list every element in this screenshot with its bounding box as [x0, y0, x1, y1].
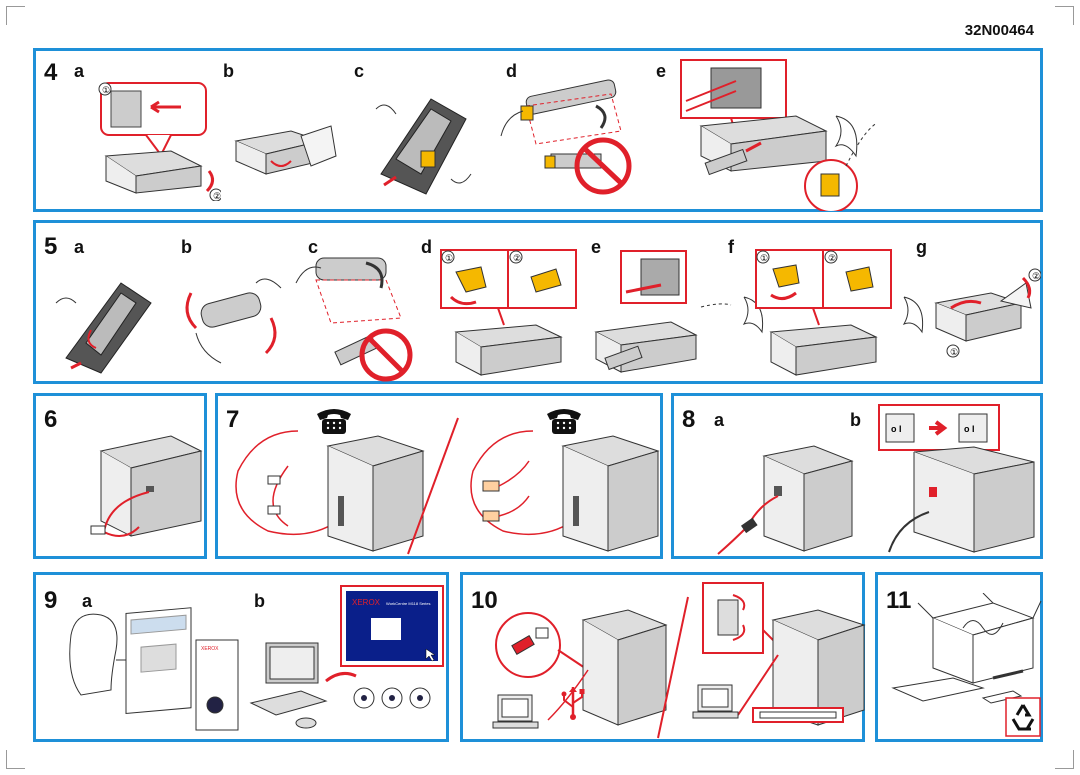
substep-label: f	[728, 237, 734, 257]
divider-slash	[407, 417, 459, 555]
callout-1: ①	[760, 253, 768, 263]
recycle-icon	[1005, 697, 1041, 737]
substep-label: a	[74, 237, 85, 257]
substep-label: b	[850, 410, 861, 430]
callout-2: ②	[513, 253, 521, 263]
callout-1: ①	[950, 347, 958, 357]
substep-label: e	[656, 61, 667, 81]
illustration-remove-seal	[500, 79, 632, 195]
substep-label: b	[181, 237, 192, 257]
step-number: 8	[682, 406, 696, 433]
usb-icon	[561, 687, 585, 720]
step-number: 11	[886, 587, 912, 614]
callout-2: ②	[1032, 271, 1040, 281]
illustration-listen-click	[834, 115, 858, 158]
illustration-packaging	[891, 593, 1042, 704]
illustration-connect-power-cord	[717, 445, 854, 555]
step-number: 7	[226, 406, 240, 433]
illustration-unpack-drum	[55, 282, 152, 374]
illustration-shake-drum	[185, 278, 282, 364]
illustration-insert-cartridge	[680, 59, 876, 211]
telephone-icon	[547, 409, 581, 434]
illustration-unpack-cartridge	[375, 98, 472, 195]
illustration-power-switch-on: o I o I	[878, 404, 1035, 553]
brand-xerox: XEROX	[201, 646, 219, 652]
step-5-panel: 5 a b c d e f g ① ②	[33, 220, 1043, 384]
substep-label: a	[74, 61, 85, 81]
svg-text:o I: o I	[964, 424, 975, 434]
illustration-insert-drum	[594, 250, 732, 373]
callout-1: ①	[445, 253, 453, 263]
divider-slash	[657, 596, 689, 739]
illustration-open-front-cover: ① ②	[98, 82, 221, 201]
illustration-lock-lever: ① ②	[755, 249, 892, 376]
crop-mark-top-right	[1055, 6, 1074, 25]
step-number: 6	[44, 406, 58, 433]
crop-mark-bottom-right	[1055, 750, 1074, 769]
step-10-panel: 10	[460, 572, 866, 742]
svg-text:o I: o I	[891, 424, 902, 434]
illustration-read-documentation: XEROX	[69, 607, 239, 731]
substep-label: a	[714, 410, 725, 430]
step-8-panel: 8 a b o I o I	[671, 393, 1043, 559]
callout-2: ②	[828, 253, 836, 263]
substep-label: a	[82, 591, 93, 611]
step-9-panel: 9 a b XEROX XEROX WorkCentre M118 Series	[33, 572, 449, 742]
screen-brand: XEROX	[352, 598, 381, 607]
step-11-panel: 11	[875, 572, 1043, 742]
illustration-remove-drum-seal	[295, 257, 413, 382]
crop-mark-bottom-left	[6, 750, 25, 769]
substep-label: c	[308, 237, 319, 257]
substep-label: g	[916, 237, 927, 257]
step-7-panel: 7	[215, 393, 663, 559]
illustration-listen-click	[902, 296, 924, 334]
illustration-drum-lever-insert: ① ②	[440, 249, 577, 376]
callout-2: ②	[213, 191, 221, 201]
illustration-connect-line-cable	[90, 435, 203, 537]
step-number: 4	[44, 59, 58, 86]
crop-mark-top-left	[6, 6, 25, 25]
illustration-parallel-connection	[692, 582, 866, 726]
step-number: 10	[471, 587, 498, 614]
illustration-close-covers: ② ①	[934, 268, 1041, 358]
substep-label: c	[354, 61, 365, 81]
step-4-panel: 4 a b c d e ① ②	[33, 48, 1043, 212]
illustration-side-cover	[234, 125, 337, 175]
illustration-usb-connection	[492, 609, 668, 729]
telephone-icon	[317, 409, 351, 434]
substep-label: b	[223, 61, 234, 81]
step-number: 9	[44, 587, 58, 614]
illustration-install-software: XEROX WorkCentre M118 Series	[249, 585, 444, 729]
cd-icon	[353, 687, 431, 709]
callout-1: ①	[102, 85, 110, 95]
substep-label: d	[421, 237, 432, 257]
step-6-panel: 6	[33, 393, 207, 559]
screen-subtitle: WorkCentre M118 Series	[386, 601, 431, 606]
substep-label: b	[254, 591, 265, 611]
illustration-phone-line-with-extension	[470, 430, 660, 552]
document-id: 32N00464	[964, 22, 1034, 39]
substep-label: e	[591, 237, 602, 257]
step-number: 5	[44, 233, 58, 260]
substep-label: d	[506, 61, 517, 81]
illustration-phone-line-connection	[235, 430, 425, 552]
